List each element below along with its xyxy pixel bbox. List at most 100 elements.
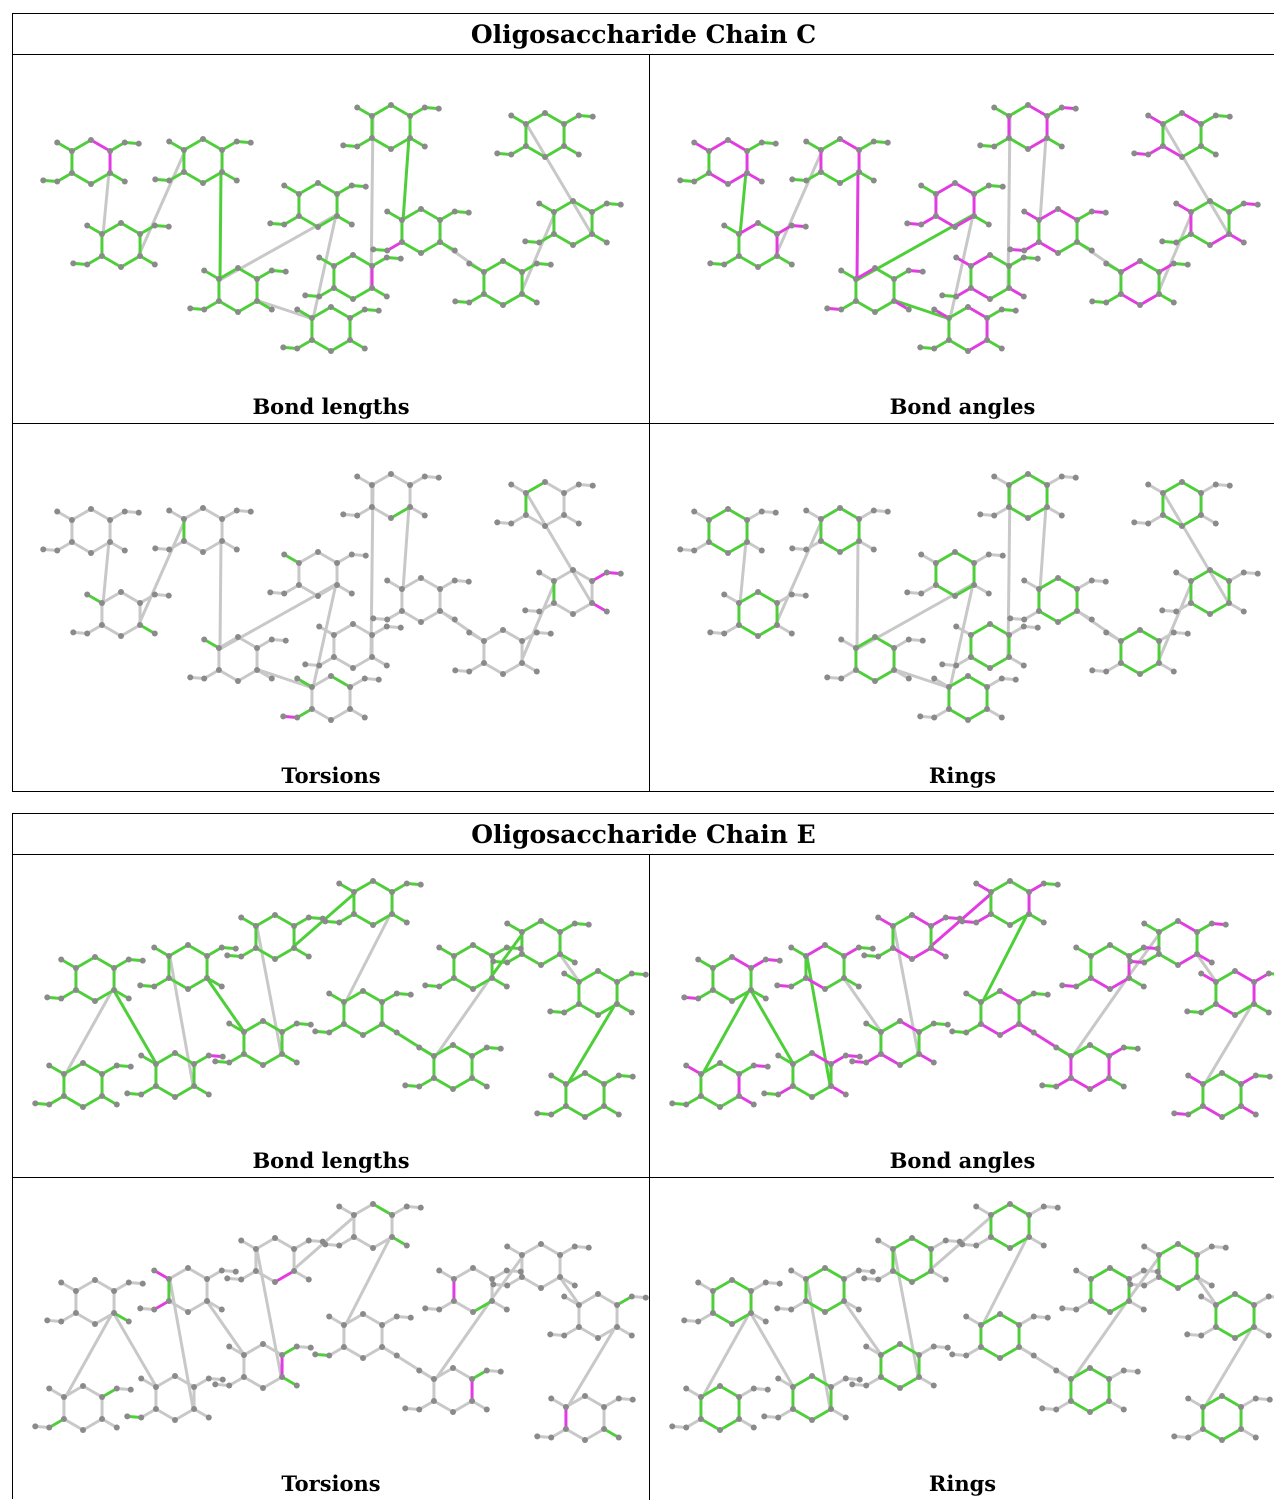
atom [967,632,974,638]
ring-bond [1088,1076,1111,1091]
glycosidic-bond [774,518,824,626]
atom [127,1063,134,1070]
ring-bond [297,214,320,229]
atom [1145,112,1152,119]
ring-bond [539,952,562,967]
ring-bond [1157,1275,1180,1290]
ring-bond [707,507,730,522]
atom [152,1384,159,1390]
atom [1198,1009,1205,1016]
ring-bond [524,144,547,159]
atom [1173,608,1180,615]
ring-bond [756,623,779,638]
atom [1102,578,1109,585]
atom [985,221,992,228]
ring-bond [1119,259,1142,274]
atom [1087,953,1094,959]
ring-bond [1026,472,1049,487]
atom [522,607,529,614]
atom [863,1020,870,1027]
ring-bond [520,1242,543,1257]
atom [1107,1265,1113,1271]
glycosidic-bond [343,911,393,1005]
ring-bond [471,1266,494,1281]
atom [1154,945,1161,952]
atom [522,121,529,127]
atom [1141,1243,1148,1250]
atom [891,645,898,651]
atom [1005,504,1012,510]
atom [837,180,843,186]
atom [917,344,924,351]
atom [987,889,994,895]
atom [350,889,357,895]
ring-bond [352,1235,375,1250]
atom [952,180,958,186]
glycosidic-bond [841,975,884,1035]
atom [1026,889,1033,895]
ring-bond [342,1312,365,1327]
ring-bond [891,913,914,928]
atom [1021,577,1028,584]
atom [201,636,208,643]
atom [326,1313,333,1320]
ring-bond [947,707,970,722]
atom [1074,239,1081,245]
atom [1240,608,1247,615]
atom [991,473,998,480]
atom [909,1279,915,1285]
atom [1025,146,1031,152]
ring-bond [520,919,543,934]
atom [761,1090,768,1097]
ring-bond [62,1384,85,1399]
ring-bond [730,1311,753,1326]
glycosidic-bond [557,951,582,985]
atom [533,668,540,675]
atom [469,1398,476,1404]
ring-bond [989,912,1012,927]
atom [774,231,781,237]
ring-bond [1233,969,1256,984]
atom [508,481,515,488]
ring-bond [552,232,575,247]
atom [1055,250,1061,256]
atom [930,1382,937,1389]
panel-caption: Rings [928,1471,997,1496]
atom [293,1343,300,1350]
glycosidic-bond [1194,1274,1219,1308]
atom [80,1383,86,1389]
ring-bond [186,1299,209,1314]
atom [1226,209,1233,215]
ring-bond [854,668,877,683]
atom [315,549,321,555]
ring-bond [577,969,600,984]
atom [774,600,781,606]
atom [884,139,891,146]
atom [137,253,144,259]
ring-bond [261,1342,284,1357]
atom [870,546,877,553]
atom [863,1343,870,1350]
ring-bond [100,590,123,605]
ring-bond [1161,111,1184,126]
atom [774,982,781,989]
atom [984,315,991,321]
atom [240,1029,247,1035]
atom [32,1100,39,1107]
atom [504,920,511,927]
atom [151,591,158,598]
atom [46,1101,53,1108]
atom [1184,630,1191,637]
ring-bond [370,103,393,118]
atom [32,1423,39,1430]
atom [1044,504,1051,510]
ring-bond [471,943,494,958]
atom [802,223,809,230]
atom [99,1394,106,1400]
atom [437,586,444,592]
atom [503,983,510,990]
atom [1088,577,1095,584]
glycosidic-bond [63,1310,115,1400]
atom [1194,929,1201,935]
atom [841,1276,848,1282]
